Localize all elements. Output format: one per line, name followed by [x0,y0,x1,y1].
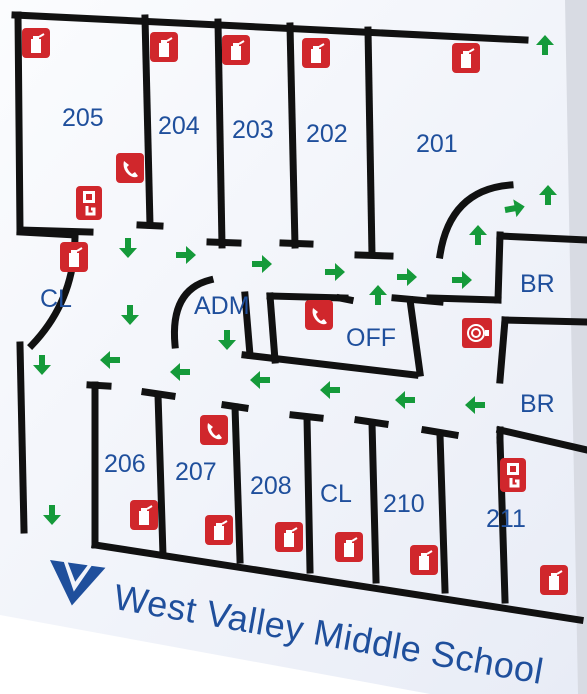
floor-plan-walls [11,11,587,624]
room-label: CL [40,285,72,313]
room-label: 210 [383,490,425,518]
room-label: 203 [232,116,274,144]
emergency-phone-icon [116,153,144,183]
emergency-phone-icon [200,415,228,445]
emergency-phone-icon [305,300,333,330]
room-label: CL [320,480,352,508]
room-label: ADM [194,292,250,320]
room-label: 202 [306,120,348,148]
fire-extinguisher-icon [301,37,331,69]
fire-extinguisher-icon [149,31,179,63]
fire-extinguisher-icon [221,34,251,66]
fire-extinguisher-icon [21,27,51,59]
room-label: 211 [486,505,526,533]
room-label: BR [520,390,555,418]
fire-extinguisher-icon [334,531,364,563]
room-label: 208 [250,472,292,500]
fire-extinguisher-icon [409,544,439,576]
room-label: BR [520,270,555,298]
fire-hose-cabinet-icon [461,317,493,349]
room-label: 207 [175,458,217,486]
room-label: 205 [62,104,104,132]
school-logo-icon [50,560,106,606]
fire-extinguisher-icon [129,499,159,531]
room-label: 204 [158,112,200,140]
fire-extinguisher-icon [59,241,89,273]
fire-extinguisher-icon [451,42,481,74]
fire-extinguisher-icon [204,514,234,546]
fire-extinguisher-icon [539,564,569,596]
fire-extinguisher-icon [274,521,304,553]
room-label: 201 [416,130,458,158]
room-label: OFF [346,324,396,352]
fire-alarm-pull-icon [74,184,104,222]
room-label: 206 [104,450,146,478]
fire-alarm-pull-icon [498,456,528,494]
